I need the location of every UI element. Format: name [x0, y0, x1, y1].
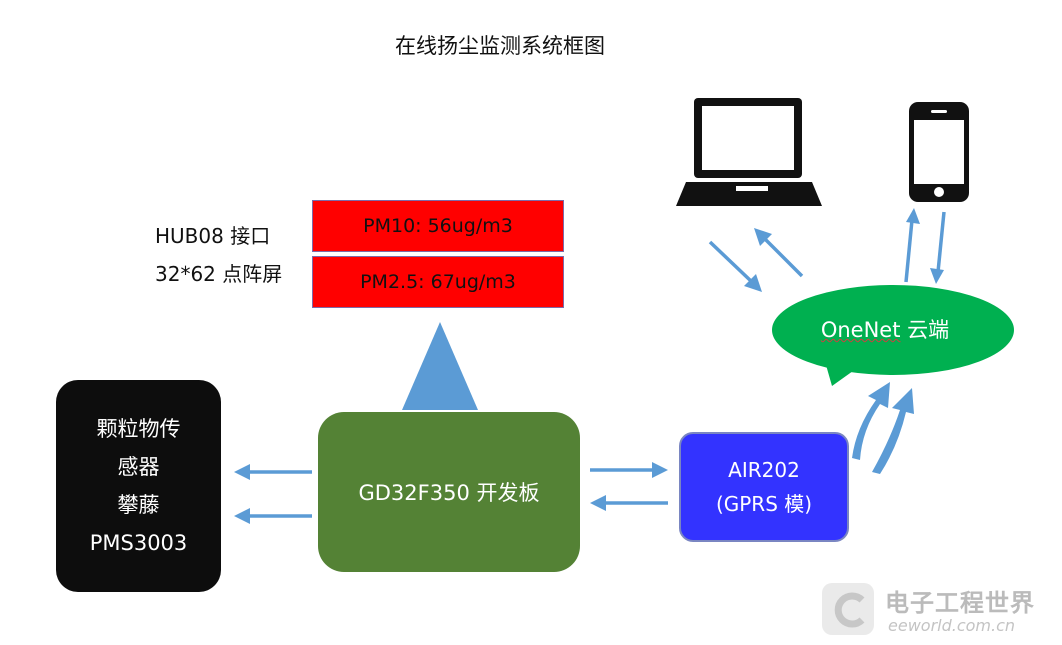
laptop-icon — [676, 98, 822, 206]
sensor-name-line1: 颗粒物传 — [96, 417, 181, 441]
display-matrix-label: 32*62 点阵屏 — [155, 262, 283, 286]
sensor-name-line2: 感器 — [117, 455, 160, 479]
cloud-platform-name: OneNet — [820, 318, 901, 342]
board-to-sensor-arrows — [234, 464, 312, 524]
display-interface-label: HUB08 接口 — [155, 224, 271, 248]
cloud-suffix: 云端 — [900, 318, 950, 342]
sensor-model: PMS3003 — [89, 531, 188, 555]
gprs-module-box: AIR202 (GPRS 模) — [679, 432, 849, 542]
board-gprs-arrows — [590, 462, 668, 511]
gprs-type: (GPRS 模) — [715, 492, 813, 516]
onenet-cloud-bubble — [770, 283, 1016, 386]
gprs-model: AIR202 — [728, 458, 800, 482]
pm10-readout: PM10: 56ug/m3 — [312, 200, 564, 252]
pm10-readout-text: PM10: 56ug/m3 — [363, 215, 513, 237]
diagram-title-text: 在线扬尘监测系统框图 — [395, 34, 605, 58]
cloud-label: OneNet 云端 — [790, 314, 980, 348]
pm25-readout-text: PM2.5: 67ug/m3 — [360, 271, 516, 293]
particle-sensor-box: 颗粒物传 感器 攀藤 PMS3003 — [56, 380, 221, 592]
board-label: GD32F350 开发板 — [358, 481, 540, 505]
eeworld-logo-icon — [822, 583, 874, 635]
sensor-brand: 攀藤 — [117, 493, 160, 517]
laptop-cloud-arrows — [708, 228, 804, 292]
gprs-cloud-curved-arrows — [852, 382, 914, 474]
board-to-display-arrow — [402, 322, 478, 410]
diagram-title: 在线扬尘监测系统框图 — [0, 30, 1000, 60]
watermark-domain: eeworld.com.cn — [888, 616, 1016, 635]
gd32-board-box: GD32F350 开发板 — [318, 412, 580, 572]
pm25-readout: PM2.5: 67ug/m3 — [312, 256, 564, 308]
phone-cloud-arrows — [904, 208, 946, 284]
watermark-text: 电子工程世界 — [885, 589, 1035, 617]
smartphone-icon — [909, 102, 969, 202]
